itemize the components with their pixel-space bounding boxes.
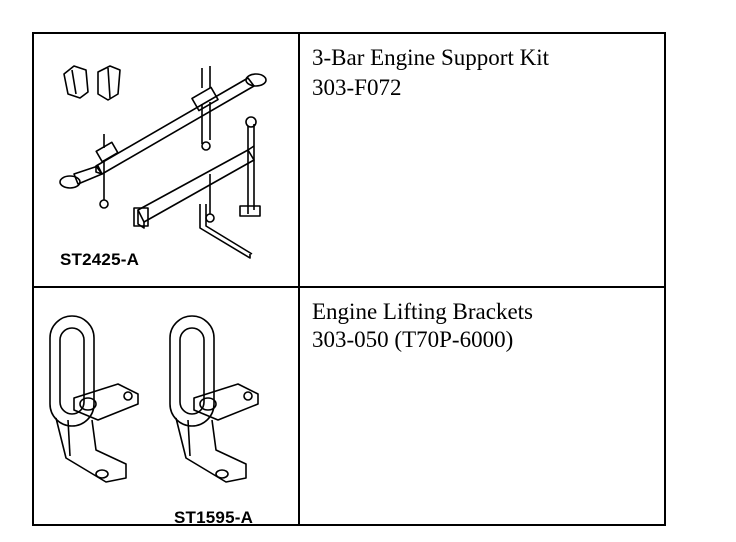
tool-name: Engine Lifting Brackets [312,299,533,324]
column-divider [298,34,300,524]
tool-row-2-illustration-cell: ST1595-A [34,288,298,527]
special-tools-table: ST2425-A 3-Bar Engine Support Kit 303-F0… [32,32,666,527]
tool-row-1-illustration-cell: ST2425-A [34,34,298,286]
tool-name: 3-Bar Engine Support Kit [312,45,549,70]
illustration-code: ST2425-A [60,250,140,269]
tool-part-number: 303-F072 [312,75,402,100]
illustration-code: ST1595-A [174,508,254,527]
engine-support-kit-illustration [59,65,267,259]
row-divider [34,286,664,288]
tool-part-number: 303-050 (T70P-6000) [312,327,514,352]
lifting-brackets-illustration [49,315,259,483]
